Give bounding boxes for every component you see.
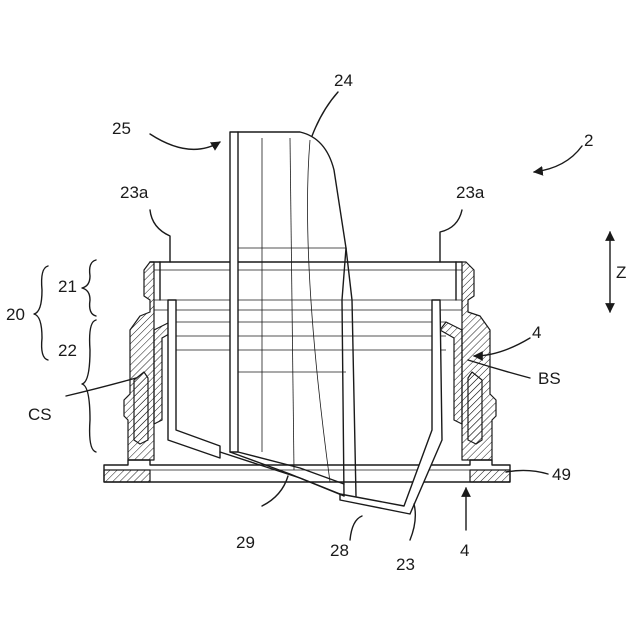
label-24: 24 (334, 71, 353, 90)
label-4-upper: 4 (532, 323, 541, 342)
label-4-lower: 4 (460, 541, 469, 560)
label-23a-left: 23a (120, 183, 149, 202)
label-22: 22 (58, 341, 77, 360)
label-z: Z (616, 263, 626, 282)
label-cs: CS (28, 405, 52, 424)
label-21: 21 (58, 277, 77, 296)
label-25: 25 (112, 119, 131, 138)
cap-top-rim (150, 262, 462, 350)
label-28: 28 (330, 541, 349, 560)
label-29: 29 (236, 533, 255, 552)
reference-labels: 24 25 2 23a 23a Z 20 21 22 4 BS CS 49 29… (6, 71, 626, 574)
label-23a-right: 23a (456, 183, 485, 202)
label-bs: BS (538, 369, 561, 388)
label-20: 20 (6, 305, 25, 324)
label-49: 49 (552, 465, 571, 484)
spout-tube (230, 132, 356, 496)
label-2: 2 (584, 131, 593, 150)
label-23: 23 (396, 555, 415, 574)
